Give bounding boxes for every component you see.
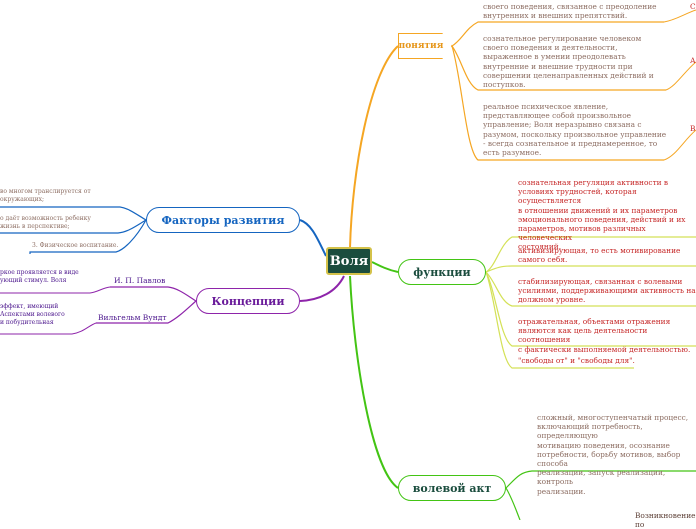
kontseptsii-wundt-text: эффект, имеющий Аспектами волевого и поб…: [0, 303, 65, 326]
connector-ponyatiya-item-2: [451, 45, 666, 91]
connector-funktsii: [371, 261, 399, 273]
connector-faktory-item-2: [0, 219, 147, 234]
connector-volevoy-akt: [349, 275, 399, 489]
connector-funktsii-item-1: [485, 236, 696, 273]
connector-ponyatiya-item-3: [451, 45, 664, 161]
volevoy-akt-item-2: Возникновение по: [635, 511, 696, 529]
branch-kontseptsii[interactable]: Концепции: [196, 288, 300, 314]
ponyatiya-side-label-3: В: [690, 124, 696, 133]
ponyatiya-item-3: реальное психическое явление, представля…: [483, 102, 667, 158]
funktsii-item-4: отражательная, объектами отражения являю…: [518, 317, 691, 354]
funktsii-item-2: активизирующая, то есть мотивирование са…: [518, 246, 681, 265]
connector-funktsii-item-5: [485, 271, 634, 369]
central-node-label: Воля: [329, 253, 369, 269]
connector-kontseptsii-wundt: [96, 300, 197, 324]
connector-pavlov-text: [0, 286, 111, 294]
faktory-item-1: во многом транслируется от окружающих;: [0, 188, 91, 203]
connector-volevoy-item-1: [505, 470, 696, 489]
connector-faktory-item-1: [0, 206, 147, 221]
ponyatiya-side-label-1: С: [690, 2, 696, 11]
ponyatiya-side-label-2: А: [690, 56, 696, 65]
ponyatiya-item-1: своего поведения, связанное с преодолени…: [483, 2, 657, 21]
connector-faktory-item-3: [29, 219, 147, 254]
funktsii-item-3: стабилизирующая, связанная с волевыми ус…: [518, 277, 696, 305]
connector-kontseptsii: [299, 275, 345, 302]
connector-kontseptsii-pavlov: [110, 286, 197, 302]
branch-ponyatiya-label: понятия: [398, 41, 444, 51]
branch-kontseptsii-label: Концепции: [211, 294, 285, 308]
connector-ponyatiya-ext-3: [663, 129, 696, 161]
kontseptsii-wundt-label[interactable]: Вильгельм Вундт: [98, 313, 167, 322]
funktsii-item-5: "свободы от" и "свободы для".: [518, 356, 635, 365]
connector-funktsii-item-4: [485, 271, 696, 347]
connector-ponyatiya-ext-2: [665, 61, 696, 91]
branch-volevoy-akt[interactable]: волевой акт: [398, 475, 506, 501]
kontseptsii-pavlov-label[interactable]: И. П. Павлов: [114, 276, 166, 285]
branch-faktory-label: Факторы развития: [161, 213, 285, 227]
faktory-item-2: о даёт возможность ребенку жизнь в персп…: [0, 215, 91, 230]
branch-faktory[interactable]: Факторы развития: [146, 207, 300, 233]
funktsii-item-1: сознательная регуляция активности в усло…: [518, 178, 686, 252]
branch-ponyatiya[interactable]: понятия: [398, 33, 452, 59]
connector-ponyatiya: [349, 45, 399, 249]
ponyatiya-item-2: сознательное регулирование человеком сво…: [483, 34, 654, 90]
branch-volevoy-akt-label: волевой акт: [412, 481, 492, 495]
branch-funktsii-label: функции: [413, 265, 471, 279]
volevoy-akt-item-1: сложный, многоступенчатый процесс, включ…: [537, 413, 689, 496]
connector-ponyatiya-ext-1: [663, 9, 696, 23]
connector-funktsii-item-3: [485, 271, 696, 307]
connector-faktory: [299, 219, 327, 257]
connector-ponyatiya-item-1: [451, 21, 664, 47]
kontseptsii-pavlov-text: ркое проявляется в виде ующий стимул. Во…: [0, 269, 79, 284]
connector-funktsii-item-2: [485, 265, 696, 273]
branch-funktsii[interactable]: функции: [398, 259, 486, 285]
central-node[interactable]: Воля: [326, 247, 372, 275]
faktory-item-3: 3. Физическое воспитание.: [32, 242, 119, 249]
connector-wundt-text: [0, 322, 97, 335]
connector-volevoy-item-2: [505, 487, 521, 520]
